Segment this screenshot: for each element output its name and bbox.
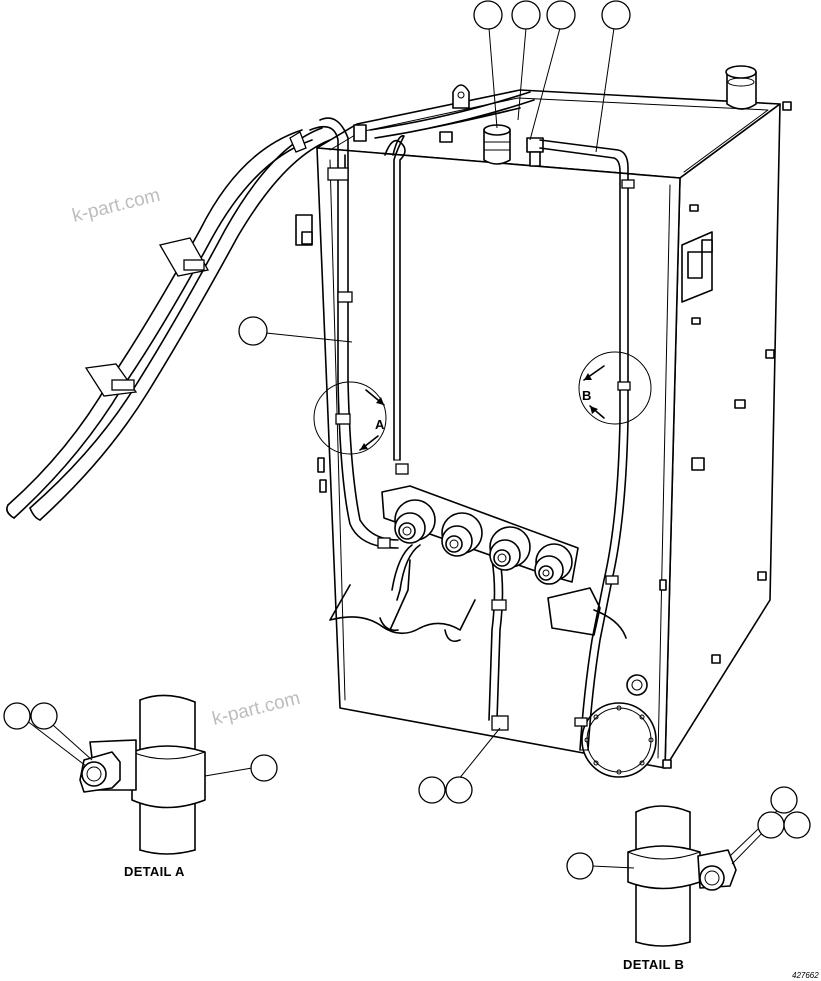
detail-a-callout-2 bbox=[30, 702, 58, 730]
tank-right-face bbox=[664, 103, 781, 769]
drawing-number: 427662 bbox=[792, 971, 819, 980]
view-marker-b: B bbox=[578, 351, 652, 425]
tank-piping bbox=[327, 91, 635, 751]
detail-a-title: DETAIL A bbox=[124, 864, 185, 879]
view-marker-b-label: B bbox=[582, 388, 591, 403]
return-filter bbox=[483, 124, 511, 165]
detail-a-callout-1 bbox=[3, 702, 31, 730]
detail-b-callout-4 bbox=[566, 852, 594, 880]
bundle-clamp-upper bbox=[158, 237, 210, 277]
callout-2 bbox=[511, 0, 541, 30]
bundle-clamp-lower bbox=[84, 363, 138, 397]
callout-7 bbox=[445, 776, 473, 804]
filler-cap bbox=[725, 65, 757, 110]
detail-a-callout-3 bbox=[250, 754, 278, 782]
cleanout-cover bbox=[581, 702, 657, 778]
detail-b-callout-2 bbox=[757, 811, 785, 839]
detail-b-callout-1 bbox=[770, 786, 798, 814]
port-4 bbox=[534, 543, 573, 585]
detail-a: DETAIL A bbox=[3, 694, 278, 879]
callout-5 bbox=[238, 316, 268, 346]
port-3 bbox=[489, 526, 531, 571]
callout-3 bbox=[546, 0, 576, 30]
callout-6 bbox=[418, 776, 446, 804]
detail-b-title: DETAIL B bbox=[623, 957, 684, 972]
hydraulic-tank bbox=[295, 65, 792, 778]
watermark-bottom-center: k-part.com bbox=[210, 688, 302, 730]
callout-4 bbox=[601, 0, 631, 30]
watermark-left: k-part.com bbox=[70, 185, 162, 227]
callouts-main bbox=[238, 0, 631, 804]
pressure-switch bbox=[353, 124, 544, 167]
lifting-eye bbox=[452, 84, 470, 109]
port-1 bbox=[394, 499, 436, 544]
view-marker-a-label: A bbox=[375, 417, 385, 432]
callout-1 bbox=[473, 0, 503, 30]
detail-b-callout-3 bbox=[783, 811, 811, 839]
sight-gauge bbox=[626, 674, 648, 696]
detail-b: DETAIL B bbox=[566, 786, 811, 972]
suction-manifold bbox=[381, 485, 579, 585]
port-2 bbox=[441, 512, 483, 557]
view-marker-a: A bbox=[313, 381, 387, 455]
